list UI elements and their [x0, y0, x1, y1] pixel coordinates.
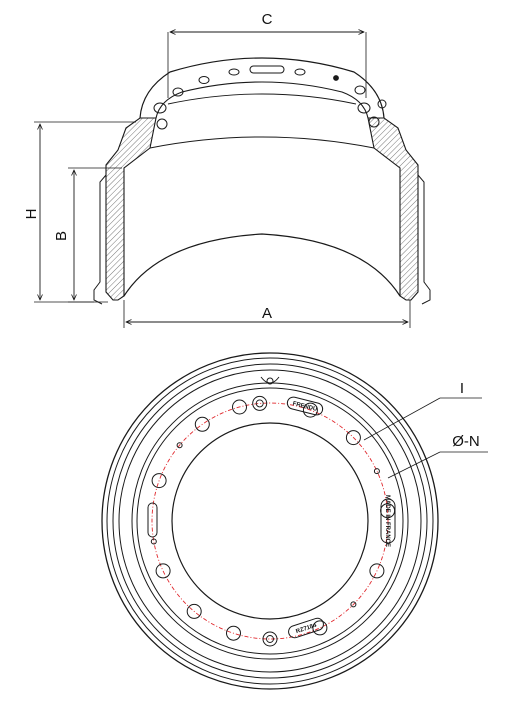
leader-n: Ø-N [387, 433, 488, 479]
bolt-hole [373, 468, 380, 475]
bolt-hole [155, 563, 171, 579]
top-flange-outer [139, 57, 385, 119]
left-wall-section [105, 117, 157, 301]
stamp-right-text: MADE IN FRANCE [384, 495, 390, 547]
bolt-hole [252, 395, 268, 411]
bolt-hole [312, 620, 328, 636]
pitch-circle [151, 402, 389, 640]
outer-rim [101, 352, 439, 690]
bolt-hole-inner [266, 635, 274, 643]
flange-holes [153, 65, 387, 130]
dimension-h: H [23, 121, 136, 303]
stamp-top-text: FRENDU [292, 401, 318, 413]
leader-i-label: I [460, 380, 464, 397]
bolt-hole [150, 538, 157, 545]
slot [147, 502, 158, 538]
bolt-holes [150, 395, 396, 647]
bolt-hole [232, 399, 247, 415]
dimension-b: B [53, 167, 122, 303]
dimension-b-label: B [53, 231, 70, 241]
bolt-hole [350, 601, 357, 608]
bolt-hole [345, 430, 361, 446]
dimension-h-label: H [23, 209, 40, 220]
center-bore [171, 422, 369, 620]
bolt-hole [369, 563, 385, 579]
bolt-hole [262, 631, 278, 647]
bolt-hole-inner [255, 399, 264, 408]
side-view: C H B A [23, 11, 431, 328]
plan-view: FRENDU MADE IN FRANCE RZ7184 I Ø-N [101, 352, 488, 690]
dimension-a: A [123, 300, 411, 328]
bolt-hole [151, 473, 167, 489]
leader-n-label: Ø-N [452, 433, 480, 450]
dimension-c: C [167, 11, 367, 98]
top-flange-inner [155, 81, 369, 119]
dimension-a-label: A [262, 305, 272, 322]
bolt-hole [176, 442, 183, 449]
drum-mouth-arc [123, 233, 401, 297]
stamp-right: MADE IN FRANCE [380, 495, 396, 547]
stamp-top: FRENDU [286, 396, 324, 416]
dimension-c-label: C [262, 11, 273, 28]
bolt-hole [194, 416, 210, 432]
bolt-hole [302, 402, 318, 418]
leader-i: I [363, 380, 482, 441]
stamp-bottom: RZ7184 [288, 617, 324, 639]
bolt-hole [226, 625, 241, 641]
right-wall-section [367, 117, 419, 301]
bolt-hole [186, 603, 202, 619]
